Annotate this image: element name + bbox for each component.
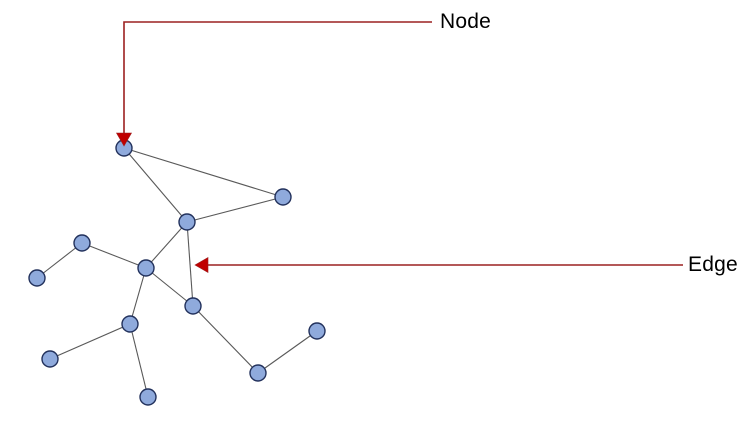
graph-edge (145, 267, 194, 307)
graph-node[interactable] (308, 322, 326, 340)
graph-edge (145, 221, 188, 269)
edge-annotation-label: Edge (688, 253, 738, 276)
graph-node[interactable] (184, 297, 202, 315)
graph-edge (129, 267, 147, 325)
graph-edge (49, 323, 131, 360)
graph-node[interactable] (249, 364, 267, 382)
node-annotation-connector (123, 21, 432, 134)
edges-layer (36, 147, 318, 398)
graph-node[interactable] (73, 234, 91, 252)
graph-edge (186, 196, 284, 223)
graph-node[interactable] (28, 269, 46, 287)
graph-node[interactable] (121, 315, 139, 333)
graph-node[interactable] (137, 259, 155, 277)
edge-annotation-arrowhead-icon (194, 256, 209, 274)
graph-edge (257, 330, 318, 374)
graph-edge (123, 147, 284, 198)
graph-edge (123, 147, 188, 223)
graph-edge (129, 323, 149, 398)
graph-node[interactable] (139, 388, 157, 406)
node-annotation-arrowhead-icon (115, 132, 133, 147)
graph-node[interactable] (41, 350, 59, 368)
graph-node[interactable] (178, 213, 196, 231)
nodes-layer (28, 139, 326, 406)
graph-edge (192, 305, 259, 374)
graph-edge (186, 221, 194, 307)
graph-edge (36, 242, 83, 279)
graph-edge (81, 242, 147, 269)
annotations-layer (115, 21, 683, 274)
graph-node[interactable] (274, 188, 292, 206)
node-annotation-label: Node (440, 10, 492, 33)
